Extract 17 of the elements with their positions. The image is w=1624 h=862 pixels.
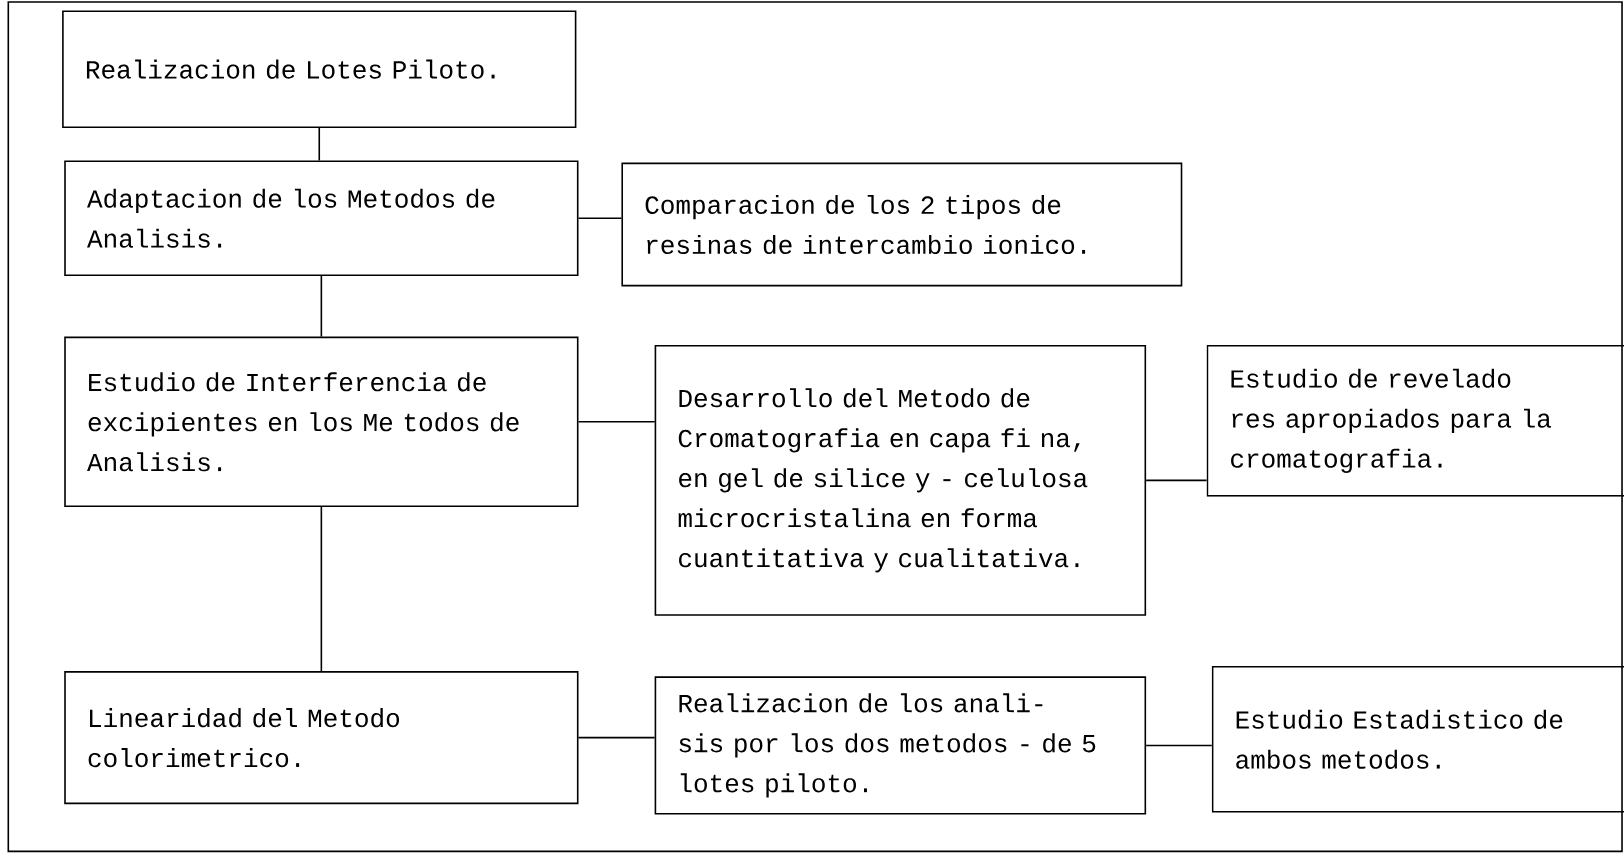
process-box: Estudio de Interferencia de excipientes en los Me todos de Analisis. xyxy=(64,336,579,507)
process-box: Comparacion de los 2 tipos de resinas de intercambio ionico. xyxy=(621,162,1183,287)
connector-line xyxy=(1145,479,1208,482)
connector-line xyxy=(577,736,656,739)
process-box: Estudio de revelado res apropiados para la cromatografia. xyxy=(1206,344,1624,497)
process-box: Adaptacion de los Metodos de Analisis. xyxy=(64,160,579,276)
process-box: Realizacion de Lotes Piloto. xyxy=(62,10,577,128)
process-box: Estudio Estadistico de ambos metodos. xyxy=(1211,666,1624,813)
process-box: Linearidad del Metodo colorimetrico. xyxy=(64,671,579,805)
connector-line xyxy=(577,217,623,220)
process-box: Realizacion de los anali- sis por los dos metodos - de 5 lotes piloto. xyxy=(654,676,1147,815)
connector-line xyxy=(320,506,323,672)
process-box: Desarrollo del Metodo de Cromatografia en capa fi na, en gel de silice y - celulosa microcristalina en forma cuantitativa y cualitativa. xyxy=(654,344,1147,616)
connector-line xyxy=(320,275,323,338)
connector-line xyxy=(318,127,321,162)
connector-line xyxy=(1145,744,1213,747)
connector-line xyxy=(577,421,656,423)
